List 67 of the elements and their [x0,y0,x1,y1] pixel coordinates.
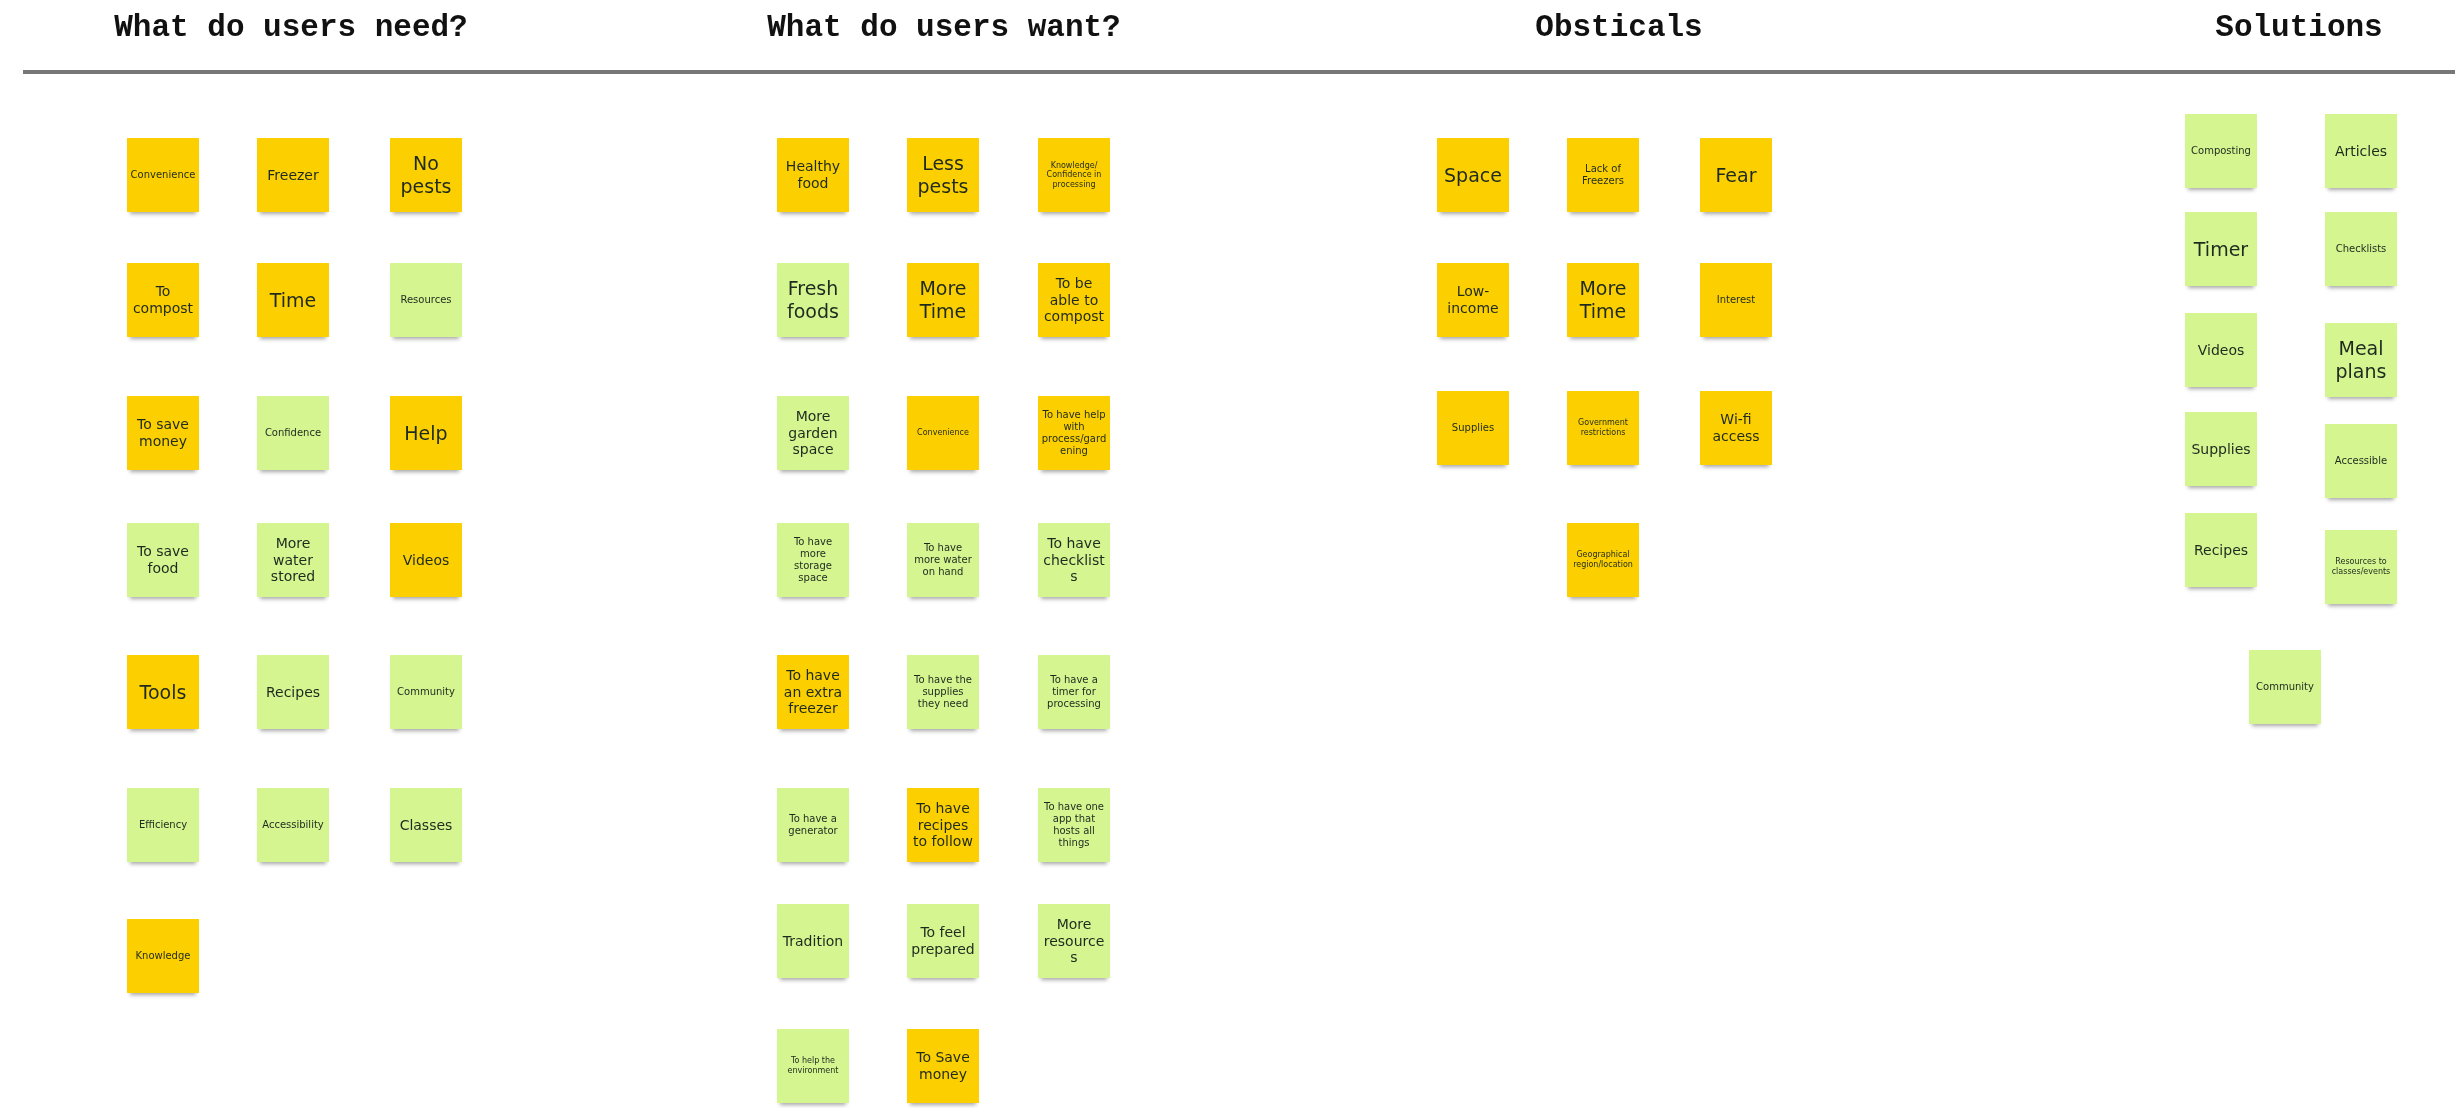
sticky-note: Wi-fi access [1700,391,1772,465]
sticky-note: More water stored [257,523,329,597]
sticky-note: To have one app that hosts all things [1038,788,1110,862]
sticky-note: Recipes [257,655,329,729]
sticky-note: Freezer [257,138,329,212]
sticky-note: Help [390,396,462,470]
sticky-note: Knowledge [127,919,199,993]
sticky-note: To Save money [907,1029,979,1103]
sticky-note: To compost [127,263,199,337]
sticky-note: Community [390,655,462,729]
sticky-note: Resources to classes/events [2325,530,2397,604]
sticky-note: To have more storage space [777,523,849,597]
sticky-note: Fresh foods [777,263,849,337]
sticky-note: Accessible [2325,424,2397,498]
sticky-note: To help the environment [777,1029,849,1103]
column-heading: Obsticals [1535,10,1703,45]
sticky-note: Confidence [257,396,329,470]
sticky-note: Recipes [2185,513,2257,587]
sticky-note: Tradition [777,904,849,978]
sticky-note: Interest [1700,263,1772,337]
sticky-note: Classes [390,788,462,862]
sticky-note: Lack of Freezers [1567,138,1639,212]
sticky-note: To have the supplies they need [907,655,979,729]
sticky-note: Community [2249,650,2321,724]
sticky-note: No pests [390,138,462,212]
sticky-note: Checklists [2325,212,2397,286]
column-heading: What do users want? [767,10,1121,45]
sticky-note: Low-income [1437,263,1509,337]
sticky-note: More Time [1567,263,1639,337]
sticky-note: Fear [1700,138,1772,212]
sticky-note: To have checklists [1038,523,1110,597]
column-heading: Solutions [2215,10,2383,45]
sticky-note: Knowledge/ Confidence in processing [1038,138,1110,212]
sticky-note: Supplies [1437,391,1509,465]
sticky-note: Less pests [907,138,979,212]
sticky-note: To save food [127,523,199,597]
sticky-note: Tools [127,655,199,729]
sticky-note: More garden space [777,396,849,470]
sticky-note: Supplies [2185,412,2257,486]
sticky-note: Efficiency [127,788,199,862]
sticky-note: Space [1437,138,1509,212]
sticky-note: More Time [907,263,979,337]
sticky-note: Convenience [127,138,199,212]
sticky-note: Composting [2185,114,2257,188]
sticky-note: Timer [2185,212,2257,286]
sticky-note: To have recipes to follow [907,788,979,862]
sticky-note: Geographical region/location [1567,523,1639,597]
sticky-note: Healthy food [777,138,849,212]
sticky-note: To have a timer for processing [1038,655,1110,729]
sticky-note: To save money [127,396,199,470]
sticky-note: Videos [2185,313,2257,387]
sticky-note: To have more water on hand [907,523,979,597]
sticky-note: Convenience [907,396,979,470]
sticky-note: Accessibility [257,788,329,862]
column-heading: What do users need? [114,10,468,45]
sticky-note: To have an extra freezer [777,655,849,729]
sticky-note: To have a generator [777,788,849,862]
sticky-note: Videos [390,523,462,597]
sticky-note: Time [257,263,329,337]
sticky-note: More resources [1038,904,1110,978]
sticky-note: To feel prepared [907,904,979,978]
sticky-note: Government restrictions [1567,391,1639,465]
sticky-note: To be able to compost [1038,263,1110,337]
sticky-note: Articles [2325,114,2397,188]
sticky-note: Meal plans [2325,323,2397,397]
sticky-note: Resources [390,263,462,337]
sticky-note: To have help with process/gardening [1038,396,1110,470]
